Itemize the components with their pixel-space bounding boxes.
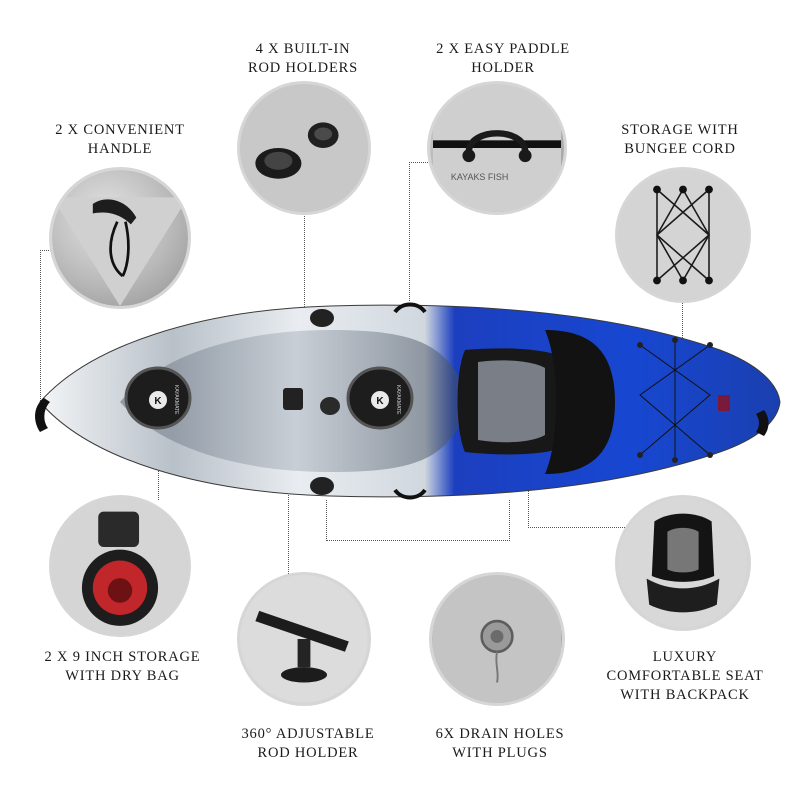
seat-circle [618,498,748,628]
label-storage: 2 X 9 INCH STORAGE WITH DRY BAG [44,649,201,684]
bungee-circle [618,170,748,300]
stern-handle [756,410,769,436]
leader-adjustable-rod [288,490,289,578]
svg-text:KAYAKS FISH: KAYAKS FISH [451,172,508,182]
label-seat: LUXURY COMFORTABLE SEAT WITH BACKPACK [606,649,764,703]
seat-backrest [545,330,615,474]
hatch-brand-front: KAYAKMATE [173,385,179,415]
label-drain-holes: 6X DRAIN HOLES WITH PLUGS [435,726,565,761]
hatch-logo-letter-rear: K [376,396,384,407]
leader-handle [40,250,61,401]
hatch-brand-rear: KAYAKMATE [395,385,401,415]
leader-seat [528,490,629,528]
drain-plug-icon [433,575,561,703]
bungee-icon [618,170,748,300]
stern-plate [718,395,730,411]
paddle-holder-top [393,302,427,314]
label-paddle-holder: 2 X EASY PADDLE HOLDER [436,41,570,76]
rod-holder-bottom [310,477,334,495]
hatch-logo-rear [371,391,389,409]
adjustable-rod-circle [240,575,368,703]
rod-holder-icon [240,84,368,212]
leader-rod-holders [304,212,305,307]
leader-bungee [682,300,683,340]
rod-holders-circle [240,84,368,212]
rod-holder-top [310,309,334,327]
hatch-logo-front [149,391,167,409]
center-rod-mount [283,388,303,410]
handle-icon [52,197,188,306]
bow-handle [35,398,50,432]
seat-icon [618,498,748,628]
hatch-logo-letter-front: K [154,396,162,407]
center-console [320,397,340,415]
label-rod-holders: 4 X BUILT-IN ROD HOLDERS [248,41,358,76]
leader-drain-holes [326,500,510,541]
label-bungee: STORAGE WITH BUNGEE CORD [621,122,739,157]
paddle-holder-bottom [393,488,427,500]
adjustable-rod-holder-icon [240,575,368,703]
leader-paddle-holder [409,162,432,301]
drain-holes-circle [432,575,562,703]
bungee-cord [639,340,711,460]
label-handle: 2 X CONVENIENT HANDLE [55,122,185,157]
hatch-icon [52,498,188,634]
storage-circle [52,498,188,634]
handle-circle [52,170,188,306]
paddle-holder-icon: KAYAKS FISH [433,84,561,212]
label-adjustable-rod: 360° ADJUSTABLE ROD HOLDER [241,726,375,761]
paddle-holder-circle: KAYAKS FISH [430,84,564,212]
